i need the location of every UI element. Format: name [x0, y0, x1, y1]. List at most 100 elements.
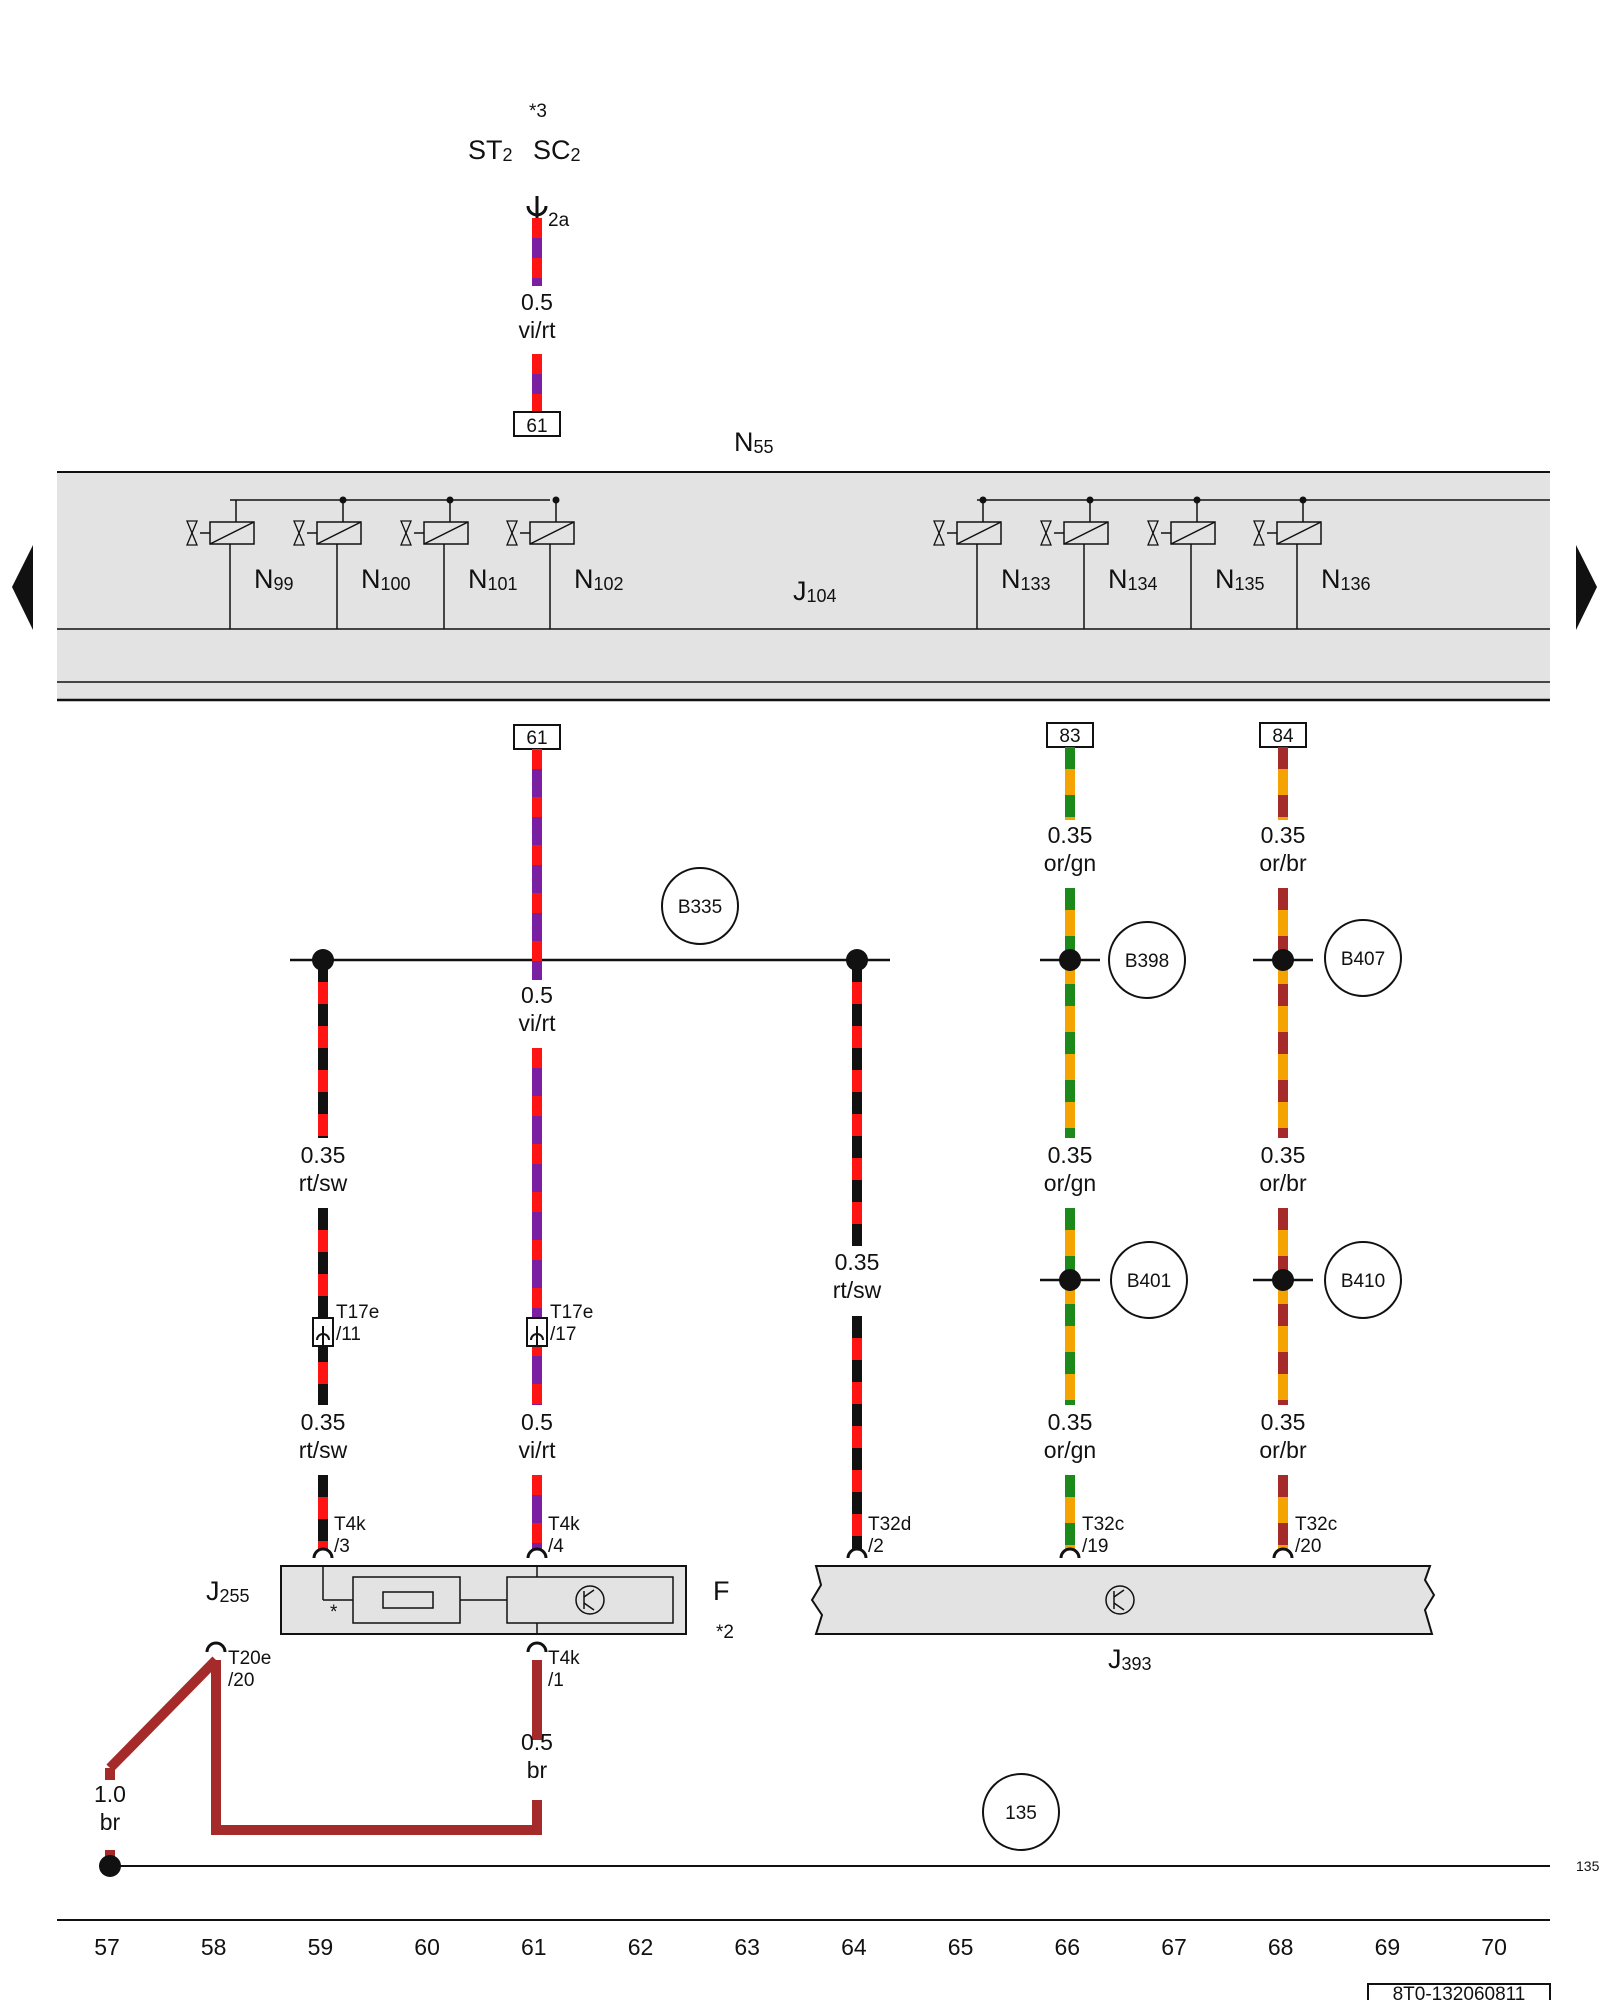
pin-84: 84	[1272, 726, 1294, 747]
ground-dot	[99, 1855, 121, 1877]
splice-dot-66b	[1059, 1269, 1081, 1291]
column-number: 61	[521, 1934, 547, 1960]
column-number: 58	[201, 1934, 227, 1960]
wire-68b-color: or/br	[1259, 1170, 1307, 1196]
wire-61-mid-color: vi/rt	[518, 1010, 556, 1036]
splice-b398-circle	[1108, 921, 1186, 999]
wire-61-br-size: 0.5	[521, 1729, 553, 1755]
connector-t4k-1-b: /1	[548, 1670, 564, 1691]
wire-61-br-color: br	[527, 1757, 548, 1783]
column-number: 66	[1055, 1934, 1081, 1960]
valve-label: N135	[1215, 564, 1265, 594]
terminal-sc2: SC2	[533, 135, 581, 165]
valve-n100: N100	[293, 496, 411, 629]
connector-t32c-20-b: /20	[1295, 1536, 1321, 1557]
wire-66c-size: 0.35	[1048, 1409, 1093, 1435]
module-box	[57, 471, 1550, 702]
connector-t4k-1-symbol	[526, 1641, 548, 1653]
column-number: 57	[94, 1934, 120, 1960]
valve-label: N101	[468, 564, 518, 594]
column-number: 69	[1375, 1934, 1401, 1960]
connector-t17e-17-a: T17e	[550, 1302, 593, 1323]
wire-61-low-color: vi/rt	[518, 1437, 556, 1463]
splice-dot-64	[846, 949, 868, 971]
connector-t32d-2-b: /2	[868, 1536, 884, 1557]
pin-61-bottom-box	[513, 724, 561, 750]
connector-t32c-20-a: T32c	[1295, 1514, 1337, 1535]
connector-t4k-3-a: T4k	[334, 1514, 366, 1535]
valve-n133: N133	[933, 496, 1051, 629]
splice-b410-circle	[1324, 1241, 1402, 1319]
connector-t32c-19-symbol	[1059, 1547, 1081, 1559]
ground-135-circle	[982, 1773, 1060, 1851]
connector-t20e-20-a: T20e	[228, 1648, 271, 1669]
pin-61-bottom: 61	[526, 728, 547, 749]
wire-top-size: 0.5	[521, 289, 553, 315]
column-number: 64	[841, 1934, 867, 1960]
wire-59-mid-size: 0.35	[301, 1142, 346, 1168]
component-f-note: *2	[716, 1622, 734, 1643]
wire-top-color: vi/rt	[518, 317, 556, 343]
pin-83: 83	[1059, 726, 1080, 747]
ctrl-j104: J104	[793, 576, 837, 606]
wire-68c-size: 0.35	[1261, 1409, 1306, 1435]
connector-t17e-17-b: /17	[550, 1324, 576, 1345]
valve-n136: N136	[1253, 496, 1371, 629]
connector-t17e-11-b: /11	[336, 1324, 361, 1345]
connector-2a-symbol	[526, 196, 548, 218]
transistor-icon	[575, 1585, 605, 1615]
valve-label: N102	[574, 564, 624, 594]
wire-66c-color: or/gn	[1044, 1437, 1096, 1463]
wire-61-low-size: 0.5	[521, 1409, 553, 1435]
component-j393-box	[810, 1565, 1436, 1635]
splice-dot-59	[312, 949, 334, 971]
ground-135: 135	[1005, 1803, 1037, 1824]
wire-66b-color: or/gn	[1044, 1170, 1096, 1196]
connector-t4k-3-symbol	[312, 1547, 334, 1559]
valve-n102: N102	[506, 496, 624, 629]
valve-label: N136	[1321, 564, 1371, 594]
doc-id: 8T0-132060811	[1393, 1984, 1526, 2000]
wire-64-color: rt/sw	[833, 1277, 882, 1303]
arrow-left-icon[interactable]	[12, 545, 33, 630]
connector-t4k-3-b: /3	[334, 1536, 350, 1557]
connector-t20e-20-symbol	[205, 1641, 227, 1653]
wire-57-br-size: 1.0	[94, 1781, 126, 1807]
valve-label: N99	[254, 564, 294, 594]
splice-dot-66a	[1059, 949, 1081, 971]
splice-b407: B407	[1341, 949, 1385, 970]
arrow-right-icon[interactable]	[1576, 545, 1597, 630]
column-number: 60	[414, 1934, 440, 1960]
wire-68a-color: or/br	[1259, 850, 1307, 876]
valve-n134: N134	[1040, 496, 1158, 629]
wire-66a-size: 0.35	[1048, 822, 1093, 848]
wire-66a-color: or/gn	[1044, 850, 1096, 876]
pin-61-top: 61	[526, 416, 547, 437]
splice-b335-circle	[661, 867, 739, 945]
wire-68c-color: or/br	[1259, 1437, 1307, 1463]
component-f: F	[713, 1576, 730, 1606]
wire-68a-size: 0.35	[1261, 822, 1306, 848]
wire-57-br-color: br	[100, 1809, 121, 1835]
column-number: 67	[1161, 1934, 1187, 1960]
connector-t20e-20-b: /20	[228, 1670, 254, 1691]
column-number: 59	[308, 1934, 334, 1960]
connector-t32d-2-symbol	[846, 1547, 868, 1559]
transistor-icon-j393	[1105, 1585, 1135, 1615]
splice-dot-68b	[1272, 1269, 1294, 1291]
splice-dot-68a	[1272, 949, 1294, 971]
connector-t32c-19-a: T32c	[1082, 1514, 1124, 1535]
connector-t17e-11-symbol	[312, 1317, 334, 1347]
splice-b401-circle	[1110, 1241, 1188, 1319]
column-number: 62	[628, 1934, 654, 1960]
splice-b398: B398	[1125, 951, 1169, 972]
connector-t17e-11-a: T17e	[336, 1302, 379, 1323]
note-3: *3	[529, 101, 547, 122]
pin-61-top-box	[513, 411, 561, 437]
connector-t4k-1-a: T4k	[548, 1648, 580, 1669]
connector-t4k-4-symbol	[526, 1547, 548, 1559]
connector-t32c-19-b: /19	[1082, 1536, 1108, 1557]
